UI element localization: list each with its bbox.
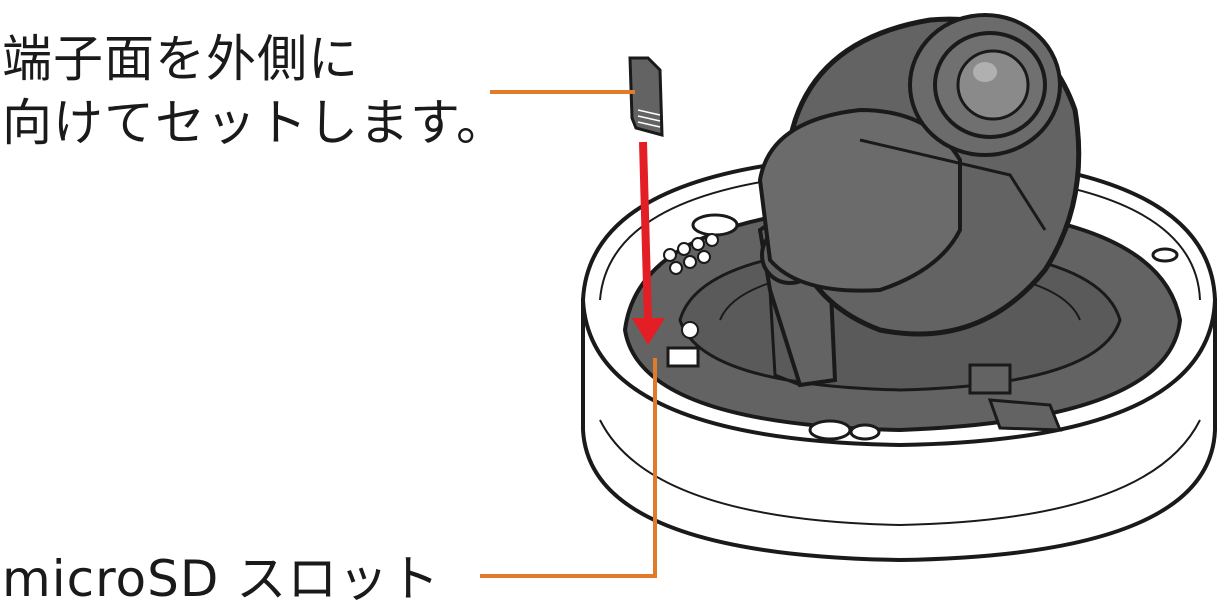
- microsd-slot: [666, 321, 700, 368]
- microsd-card-icon: [628, 56, 664, 137]
- camera-lens-module: [757, 13, 1082, 337]
- screw-hole-icon: [808, 419, 852, 441]
- screw-hole-icon: [1151, 247, 1179, 263]
- slot-leader-line: [480, 358, 657, 578]
- screw-hole-icon: [691, 213, 739, 237]
- insertion-arrow: [632, 141, 665, 345]
- card-orientation-text-line1: 端子面を外側に: [2, 30, 359, 88]
- leader-lines: [480, 90, 657, 578]
- screw-hole-icon: [849, 423, 881, 441]
- tray-latch: [968, 363, 1012, 395]
- ir-led-cluster: [663, 233, 719, 275]
- lens-glass-icon: [956, 49, 1030, 121]
- microsd-slot-label: microSD スロット: [2, 550, 441, 608]
- card-orientation-text-line2: 向けてセットします。: [2, 94, 507, 152]
